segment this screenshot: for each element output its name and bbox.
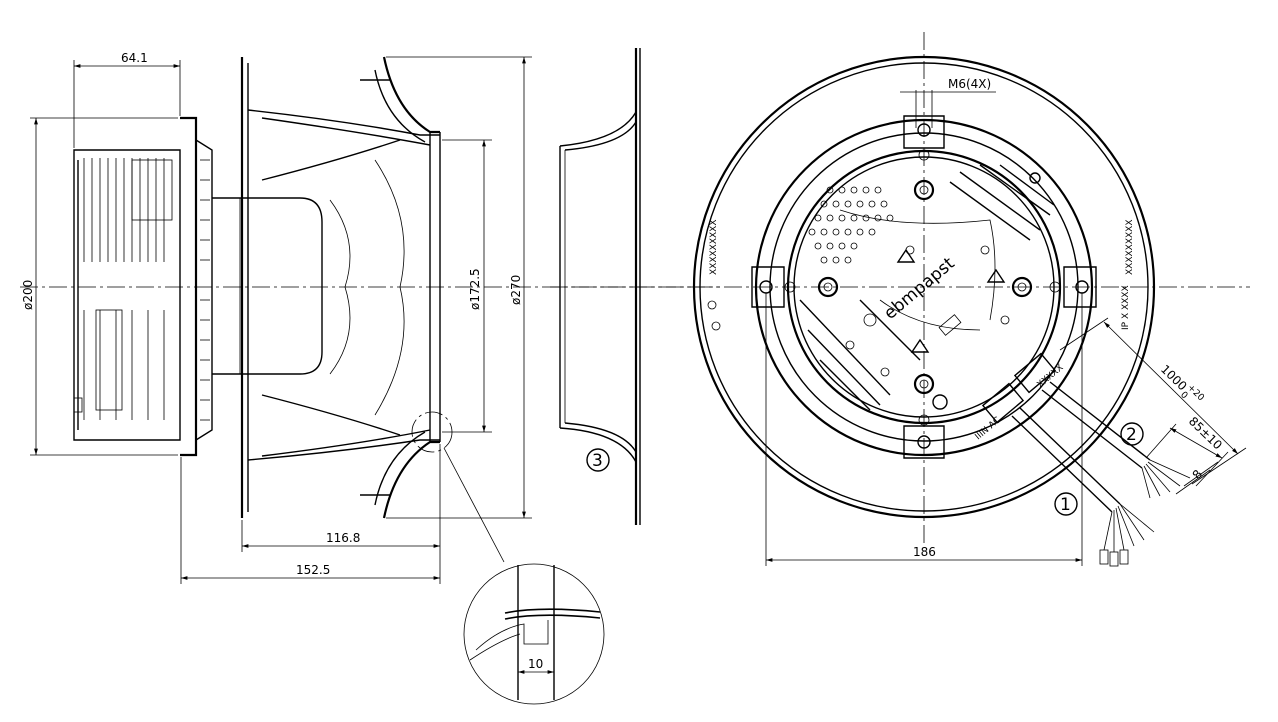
housing-ribs: [799, 164, 1055, 411]
warning-triangle-icon-2: [986, 268, 1006, 283]
wire-strip-dimension: 8: [1175, 461, 1219, 495]
impeller-outer-circle: [692, 55, 1156, 519]
front-view: ebmpapst XXXXXXXXX XXXXXXXXX IP X XXXX M…: [550, 32, 1250, 567]
dim-inlet-diameter: ø172.5: [468, 268, 482, 310]
dim-wire-strip: 8: [1190, 467, 1206, 482]
rim-label-right: XXXXXXXXX: [1125, 220, 1135, 276]
rim-label-left: XXXXXXXXX: [709, 220, 719, 276]
dim-motor-diameter: ø200: [21, 280, 35, 310]
warning-triangle-icon-3: [910, 338, 930, 353]
strip-length-dimension: 85±10: [1145, 414, 1229, 487]
balloon-1-label: 1: [1060, 495, 1071, 515]
balloon-3-label: 3: [592, 451, 603, 471]
balloon-2-label: 2: [1126, 425, 1137, 445]
dim-impeller-height: 116.8: [326, 531, 360, 545]
balloon-3: 3: [586, 448, 610, 472]
cable-label: XXXXX: [1036, 363, 1066, 390]
side-dimensions: 64.1 ø200 ø172.5 ø270 116.8: [21, 51, 532, 584]
hole-spacing-dimension: 186: [765, 293, 1083, 566]
detail-view: 10: [411, 411, 605, 705]
inlet-ring: [559, 48, 641, 525]
side-view: 64.1 ø200 ø172.5 ø270 116.8: [20, 48, 720, 705]
motor-body: [73, 116, 323, 457]
dim-cable-tol-lower: 0: [1178, 390, 1189, 401]
rim-label-bottom-right: IP X XXXX: [1121, 285, 1131, 330]
brand-logo-text: ebmpapst: [880, 253, 958, 323]
brand-marking: ebmpapst: [880, 253, 958, 323]
balance-hole: [1029, 172, 1041, 184]
rotor-ribs: [200, 159, 210, 421]
dim-outer-diameter: ø270: [509, 275, 523, 305]
cable-2: 2: [1041, 381, 1191, 499]
cable-length-dimension: 1000 +20 0: [1059, 317, 1247, 485]
ground-symbol-icon-2: [711, 321, 721, 331]
dim-hole-spacing: 186: [913, 545, 936, 559]
cable-1: 1: [1011, 407, 1155, 567]
dim-motor-depth: 64.1: [121, 51, 148, 65]
motor-fins: [73, 158, 173, 420]
impeller: [240, 56, 441, 519]
dim-strip-length: 85±10: [1186, 414, 1225, 452]
dim-detail-offset: 10: [528, 657, 543, 671]
electronics-pattern: [808, 186, 894, 264]
ground-symbol-icon: [707, 300, 717, 310]
warning-triangle-icon: [896, 248, 916, 263]
dim-cable-length: 1000: [1158, 362, 1190, 393]
mount-screws: [784, 149, 1061, 426]
mounting-thread-callout: M6(4X): [900, 77, 996, 128]
dim-mounting-thread: M6(4X): [948, 77, 991, 91]
mounting-plate: [754, 118, 1094, 457]
dim-overall-depth: 152.5: [296, 563, 330, 577]
